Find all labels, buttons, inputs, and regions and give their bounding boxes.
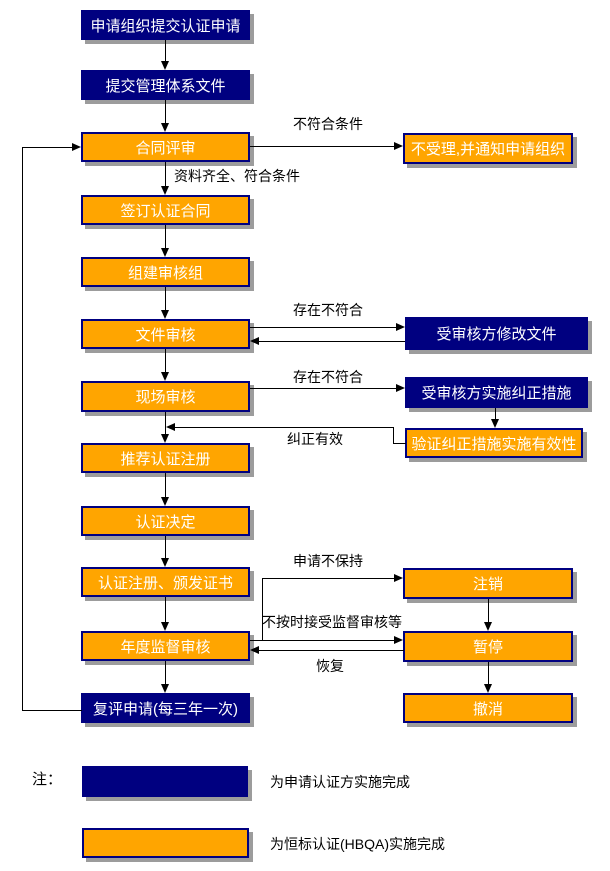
arrow-left-icon [166,423,175,431]
arrow-down-icon [484,684,492,693]
node-certification-decision: 认证决定 [81,506,250,536]
arrow-down-icon [161,622,169,631]
arrow-down-icon [484,622,492,631]
connector-line [495,408,496,419]
node-suspend: 暂停 [403,631,573,662]
connector-line [165,349,166,372]
node-reassessment-application: 复评申请(每三年一次) [81,693,250,723]
arrow-down-icon [161,372,169,381]
connector-line [250,388,396,389]
arrow-down-icon [161,61,169,70]
arrow-right-icon [394,636,403,644]
node-auditee-corrective-actions: 受审核方实施纠正措施 [405,377,588,408]
connector-line [250,327,396,328]
edge-label-not-qualified: 不符合条件 [293,116,363,132]
connector-line [393,443,406,444]
connector-line [393,427,394,444]
node-cancel: 注销 [403,568,573,599]
connector-line [165,597,166,622]
edge-label-nonconformity-site: 存在不符合 [293,369,363,385]
arrow-down-icon [161,123,169,132]
edge-label-nonconformity-doc: 存在不符合 [293,302,363,318]
connector-line [250,146,394,147]
arrow-right-icon [396,323,405,331]
arrow-down-icon [161,434,169,443]
node-revoke: 撤消 [403,693,573,723]
arrow-left-icon [250,337,259,345]
arrow-right-icon [394,574,403,582]
arrow-right-icon [72,143,81,151]
connector-line [165,473,166,497]
node-submit-application: 申请组织提交认证申请 [81,10,250,40]
node-verify-corrective-actions: 验证纠正措施实施有效性 [405,428,583,458]
node-form-audit-team: 组建审核组 [81,257,250,287]
legend-navy-swatch [82,766,248,797]
node-annual-supervision-audit: 年度监督审核 [81,631,250,661]
arrow-down-icon [161,186,169,195]
arrow-down-icon [161,684,169,693]
node-recommend-registration: 推荐认证注册 [81,443,250,473]
edge-label-not-maintain: 申请不保持 [293,553,363,569]
arrow-down-icon [161,497,169,506]
connector-line [250,640,394,641]
connector-line [488,599,489,622]
edge-label-resume: 恢复 [316,658,344,674]
node-auditee-modify-documents: 受审核方修改文件 [405,317,588,350]
connector-line [259,341,405,342]
connector-line [262,578,394,579]
edge-label-not-accept-supervision: 不按时接受监督审核等 [262,614,402,630]
node-register-issue-certificate: 认证注册、颁发证书 [81,567,250,597]
connector-line [165,287,166,310]
node-document-audit: 文件审核 [81,319,250,349]
arrow-down-icon [161,558,169,567]
connector-line [22,147,23,711]
connector-line [175,427,393,428]
connector-line [259,650,404,651]
connector-line [165,225,166,248]
arrow-right-icon [394,142,403,150]
node-site-audit: 现场审核 [81,381,250,412]
edge-label-qualified: 资料齐全、符合条件 [174,168,300,184]
connector-line [165,661,166,684]
edge-label-correction-effective: 纠正有效 [287,431,343,447]
node-sign-contract: 签订认证合同 [81,195,250,225]
connector-line [22,147,72,148]
connector-line [262,578,263,641]
arrow-down-icon [491,419,499,428]
connector-line [22,710,82,711]
legend-orange-swatch [82,828,249,858]
connector-line [165,100,166,123]
legend-applicant-label: 为申请认证方实施完成 [270,774,410,790]
connector-line [165,412,166,434]
node-submit-documents: 提交管理体系文件 [81,70,250,100]
legend-note-label: 注： [32,771,63,788]
connector-line [488,662,489,684]
connector-line [165,162,166,186]
connector-line [165,40,166,61]
node-contract-review: 合同评审 [81,132,250,162]
arrow-left-icon [250,646,259,654]
arrow-down-icon [161,310,169,319]
connector-line [165,536,166,558]
arrow-right-icon [396,384,405,392]
node-reject-notify: 不受理,并通知申请组织 [403,133,573,164]
legend-hbqa-label: 为恒标认证(HBQA)实施完成 [270,836,445,852]
arrow-down-icon [161,248,169,257]
